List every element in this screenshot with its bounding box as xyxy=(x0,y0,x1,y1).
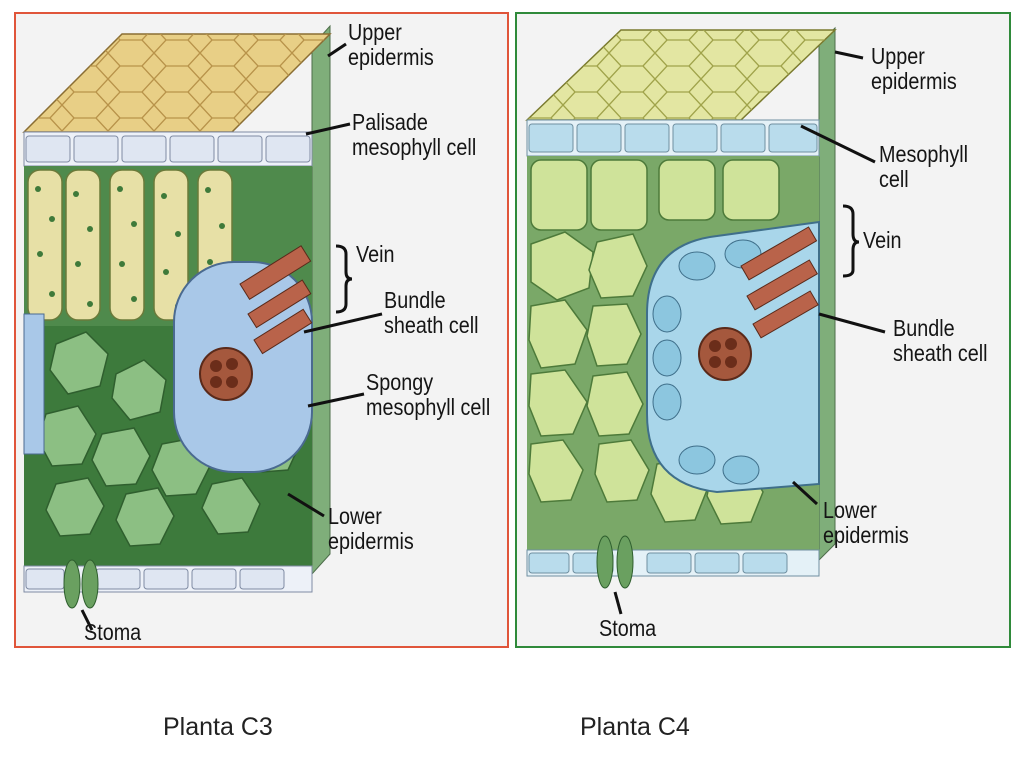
caption-c4: Planta C4 xyxy=(580,713,690,741)
c4-stoma-label: Stoma xyxy=(599,615,657,641)
c4-leaf-cross-section-illustration xyxy=(525,26,886,615)
c3-stoma-label: Stoma xyxy=(84,619,142,645)
c3-vein-label: Vein xyxy=(356,241,395,267)
caption-c3: Planta C3 xyxy=(163,713,273,741)
c3-leaf-cross-section-illustration xyxy=(22,24,383,631)
c4-vein-label: Vein xyxy=(863,227,902,253)
